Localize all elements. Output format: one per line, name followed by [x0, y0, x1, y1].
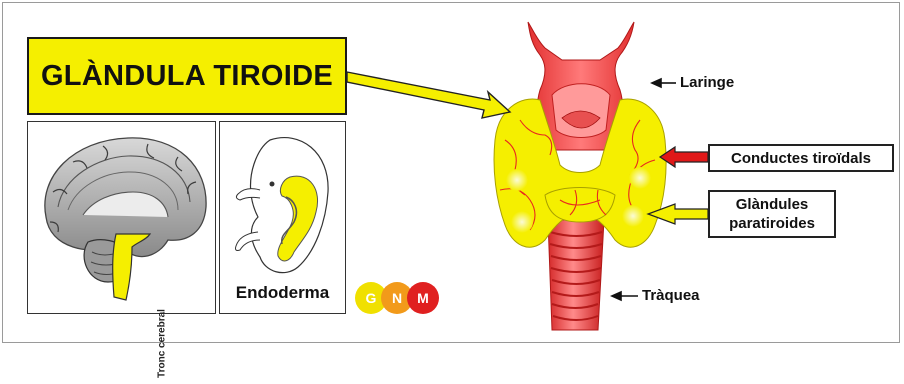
diagram-canvas: GLÀNDULA TIROIDE Tronc cerebral — [0, 0, 904, 347]
traquea-label: Tràquea — [642, 287, 700, 304]
glandules-line-2: paratiroides — [729, 214, 815, 233]
glandules-paratiroides-label: Glàndules paratiroides — [708, 190, 836, 238]
conductes-tiroidals-label: Conductes tiroïdals — [708, 144, 894, 172]
thyroid-illustration — [0, 0, 904, 347]
laringe-label: Laringe — [680, 74, 734, 91]
glandules-line-1: Glàndules — [736, 195, 809, 214]
